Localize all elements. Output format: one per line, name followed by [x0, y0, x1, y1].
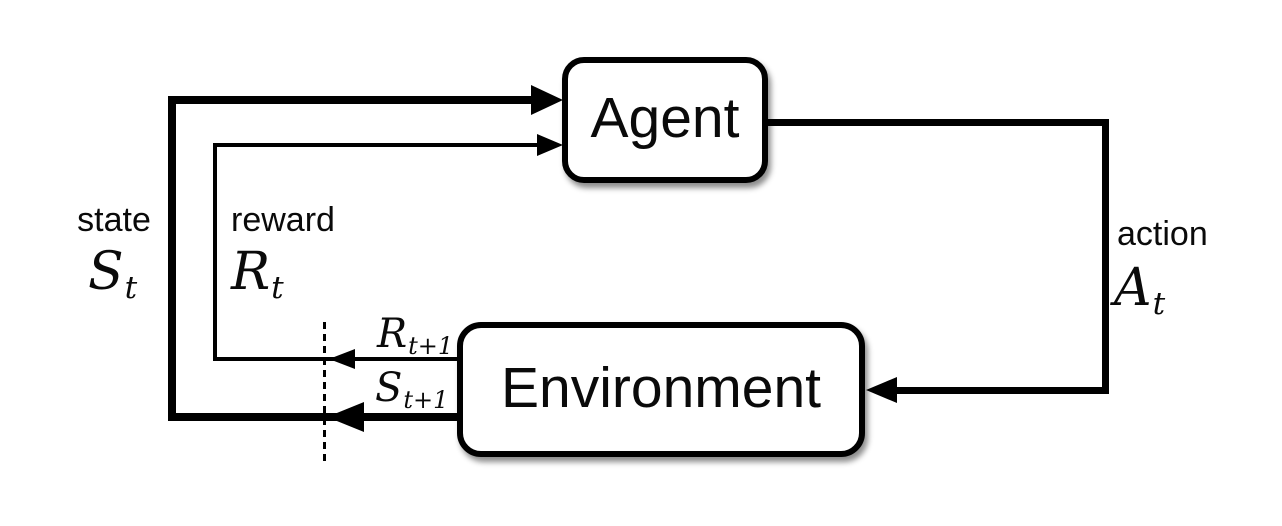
reward-label: reward	[231, 201, 335, 239]
state-symbol-subscript: t	[124, 269, 138, 306]
state-symbol: St	[88, 246, 137, 304]
state-arrowhead-icon	[531, 85, 563, 115]
next-state-symbol-subscript: t+1	[403, 385, 449, 414]
state-line-bottom-segment	[168, 413, 458, 421]
next-reward-symbol-subscript: t+1	[408, 331, 454, 360]
reward-symbol-letter: R	[231, 242, 271, 302]
action-symbol-letter: A	[1114, 258, 1152, 318]
state-line-left-segment	[168, 96, 176, 421]
action-line-right-segment	[1102, 119, 1109, 394]
reward-symbol: Rt	[231, 246, 284, 304]
action-symbol-subscript: t	[1152, 285, 1166, 322]
reward-line-top-segment	[213, 143, 540, 147]
next-reward-symbol-letter: R	[377, 311, 408, 357]
action-line-top-segment	[768, 119, 1109, 126]
state-symbol-letter: S	[88, 242, 124, 302]
next-reward-symbol: Rt+1	[377, 314, 453, 358]
environment-box: Environment	[457, 322, 865, 457]
state-line-top-segment	[168, 96, 534, 104]
agent-box-label: Agent	[590, 86, 740, 150]
action-line-bottom-segment	[896, 387, 1109, 394]
action-arrowhead-icon	[866, 377, 897, 403]
agent-box: Agent	[562, 57, 768, 183]
reward-arrowhead-icon	[537, 134, 563, 156]
action-symbol: At	[1114, 262, 1165, 320]
next-reward-arrowhead-icon	[329, 349, 355, 369]
reward-line-left-segment	[213, 143, 217, 361]
next-state-symbol-letter: S	[375, 365, 403, 411]
time-step-divider-dashed-line	[323, 322, 326, 461]
state-label: state	[77, 201, 151, 239]
reward-symbol-subscript: t	[271, 269, 284, 306]
action-label: action	[1117, 215, 1208, 253]
next-state-arrowhead-icon	[327, 402, 364, 432]
environment-box-label: Environment	[501, 355, 821, 420]
next-state-symbol: St+1	[375, 368, 448, 412]
